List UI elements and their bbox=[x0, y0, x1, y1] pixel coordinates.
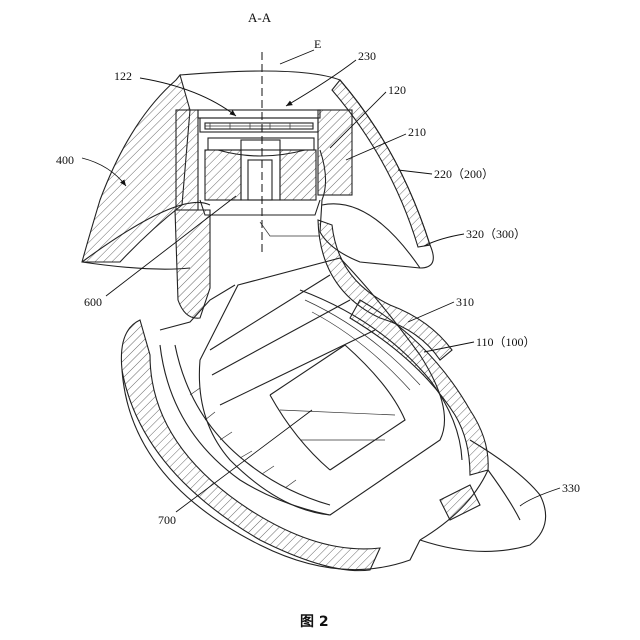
label-120: 120 bbox=[388, 83, 406, 97]
ear-tip-400 bbox=[82, 71, 433, 269]
label-110-100: 110（100） bbox=[476, 335, 536, 349]
label-700: 700 bbox=[158, 513, 176, 527]
main-housing-110 bbox=[121, 285, 488, 571]
label-330: 330 bbox=[562, 481, 580, 495]
label-320-300: 320（300） bbox=[466, 227, 526, 241]
speaker-unit-600 bbox=[200, 138, 320, 236]
section-label: A-A bbox=[248, 10, 272, 25]
label-210: 210 bbox=[408, 125, 426, 139]
label-310: 310 bbox=[456, 295, 474, 309]
figure-caption: 图 2 bbox=[300, 614, 329, 630]
label-400: 400 bbox=[56, 153, 74, 167]
label-230: 230 bbox=[358, 49, 376, 63]
label-220-200: 220（200） bbox=[434, 167, 494, 181]
axis-label-e: E bbox=[314, 37, 321, 51]
label-600: 600 bbox=[84, 295, 102, 309]
label-122: 122 bbox=[114, 69, 132, 83]
